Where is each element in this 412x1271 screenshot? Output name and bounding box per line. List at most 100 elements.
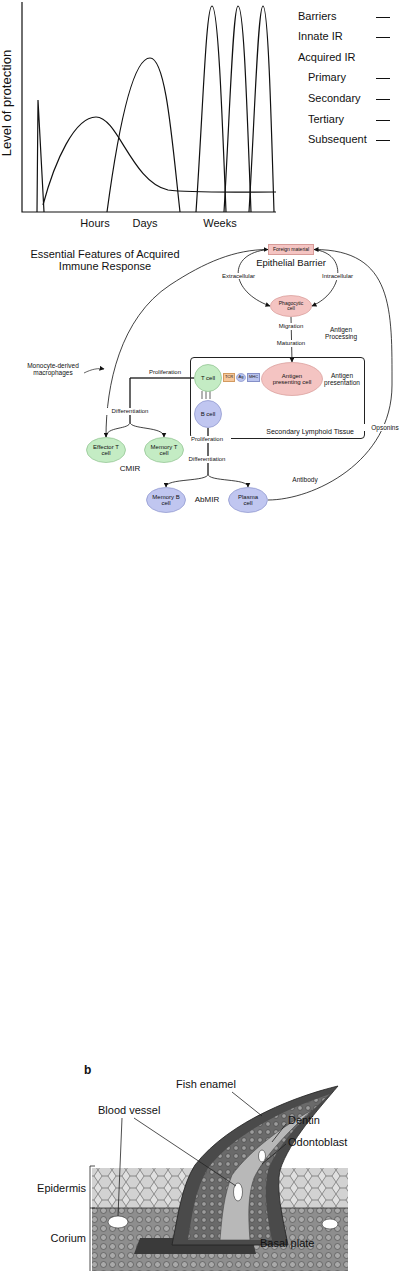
node-label: B cell bbox=[201, 411, 216, 417]
apc-ellipse: Antigen presenting cell bbox=[261, 362, 323, 396]
b-cell-circle: B cell bbox=[194, 400, 222, 428]
ellipse-shape bbox=[271, 296, 312, 317]
part-name: Odontoblast bbox=[288, 1136, 368, 1148]
barrier-curve bbox=[37, 100, 44, 212]
part-name: Blood vessel bbox=[98, 1104, 178, 1116]
legend-line-sample bbox=[376, 99, 390, 100]
legend-line-sample bbox=[376, 17, 390, 18]
node-text-area: MHC bbox=[248, 374, 259, 381]
connector-arrow bbox=[106, 250, 268, 438]
legend-text: Subsequent bbox=[308, 133, 367, 146]
node-text-area: B cell bbox=[194, 400, 222, 428]
step-label: Proliferation bbox=[183, 436, 231, 443]
node-label: MHC bbox=[249, 375, 258, 379]
chart-axes bbox=[22, 2, 276, 212]
antigen-box: Foreign material bbox=[268, 244, 314, 255]
process-label: Antibody bbox=[283, 476, 327, 483]
leader-line bbox=[134, 1118, 236, 1186]
tcr-box: TCR bbox=[223, 373, 235, 382]
axis-tick-label: Days bbox=[120, 217, 170, 229]
process-label: Opsonins bbox=[363, 424, 407, 431]
node-text-area: Antigen presenting cell bbox=[261, 362, 323, 396]
response-label: CMIR bbox=[110, 465, 150, 474]
mhc-box: MHC bbox=[247, 373, 260, 382]
response-label: AbMIR bbox=[188, 496, 226, 505]
blood-vessel bbox=[259, 1150, 266, 1162]
legend-line-sample bbox=[376, 140, 390, 141]
ellipse-shape bbox=[262, 363, 323, 396]
step-label: Differentiation bbox=[183, 456, 231, 463]
tertiary-curve bbox=[224, 6, 251, 212]
part-name: Fish enamel bbox=[176, 1078, 256, 1090]
leader-line bbox=[272, 1124, 286, 1142]
node-label: Antigen presenting cell bbox=[268, 373, 316, 386]
part-name: Dentin bbox=[288, 1114, 348, 1126]
secondary-curve bbox=[196, 6, 226, 212]
node-label: Memory T cell bbox=[149, 444, 179, 457]
node-label: Secondary Lymphoid Tissue bbox=[266, 428, 354, 435]
node-text-area: Plasma cell bbox=[228, 487, 268, 513]
node-label: Phagocytic cell bbox=[275, 301, 307, 312]
leader-line bbox=[262, 1144, 286, 1164]
node-text-area: T cell bbox=[194, 364, 222, 392]
ellipse-shape bbox=[145, 438, 184, 463]
t-cell-circle: T cell bbox=[194, 364, 222, 392]
node-text-area: Effector T cell bbox=[86, 437, 126, 463]
node-label: Foreign material bbox=[273, 247, 309, 252]
connector-arrow bbox=[106, 378, 194, 437]
lymphoid-tissue-box: Secondary Lymphoid Tissue T cell TCRAgMHC A… bbox=[190, 357, 365, 439]
node-label: Memory B cell bbox=[151, 494, 181, 507]
edge-label: Intracellular bbox=[321, 273, 354, 280]
layer-bracket bbox=[90, 1166, 95, 1271]
cell-contact-line bbox=[202, 391, 203, 399]
step-label: Maturation bbox=[266, 340, 316, 347]
innate-curve bbox=[43, 117, 276, 205]
antigen-circle: Ag bbox=[236, 373, 246, 382]
node-text-area: TCR bbox=[224, 374, 234, 381]
ellipse-shape bbox=[195, 365, 222, 392]
node-text-area: Memory B cell bbox=[146, 487, 186, 513]
phagocyte-ellipse: Phagocytic cell bbox=[270, 295, 312, 317]
cell-contact-line bbox=[206, 391, 207, 399]
ellipse-shape bbox=[147, 488, 186, 513]
node-label: TCR bbox=[225, 375, 233, 379]
node-text-area: Ag bbox=[236, 373, 246, 382]
layer-bracket bbox=[90, 1208, 95, 1209]
legend-line-sample bbox=[376, 78, 390, 79]
connector-arrow bbox=[268, 250, 392, 501]
leader-line bbox=[232, 1092, 262, 1116]
cell-contact-line bbox=[210, 391, 211, 399]
pulp-cavity bbox=[220, 1110, 312, 1240]
axis-tick-label: Weeks bbox=[190, 217, 250, 229]
node-label: Effector T cell bbox=[91, 444, 121, 457]
legend-text: Innate IR bbox=[298, 30, 343, 43]
part-name: Basal plate bbox=[260, 1237, 340, 1249]
edge-label: Extracellular bbox=[221, 273, 256, 280]
legend-text: Acquired IR bbox=[298, 51, 355, 64]
leader-line bbox=[118, 1118, 122, 1216]
enamel-shape bbox=[172, 1086, 338, 1245]
legend-line-sample bbox=[376, 37, 390, 38]
memory-t-ellipse: Memory T cell bbox=[144, 437, 184, 463]
step-label: Proliferation bbox=[140, 369, 190, 376]
panel-letter: b bbox=[84, 1064, 98, 1077]
node-text-area: Phagocytic cell bbox=[270, 295, 312, 317]
blood-vessel bbox=[108, 1216, 128, 1228]
step-label: Migration bbox=[266, 323, 316, 330]
effector-t-ellipse: Effector T cell bbox=[86, 437, 126, 463]
ellipse-shape bbox=[229, 488, 268, 513]
axis-tick-label: Hours bbox=[70, 217, 120, 229]
process-label: Antigen Processing bbox=[318, 326, 364, 340]
legend-text: Secondary bbox=[308, 92, 361, 105]
blood-vessel bbox=[322, 1219, 338, 1229]
node-label: Plasma cell bbox=[233, 494, 263, 507]
node-label: T cell bbox=[201, 375, 215, 381]
barrier-label: Epithelial Barrier bbox=[238, 258, 344, 268]
legend-line-sample bbox=[376, 120, 390, 121]
subsequent-curve bbox=[249, 6, 274, 212]
plasma-cell-ellipse: Plasma cell bbox=[228, 487, 268, 513]
process-label: Antigen presentation bbox=[321, 372, 363, 386]
legend-text: Primary bbox=[308, 71, 346, 84]
primary-curve bbox=[107, 58, 180, 212]
